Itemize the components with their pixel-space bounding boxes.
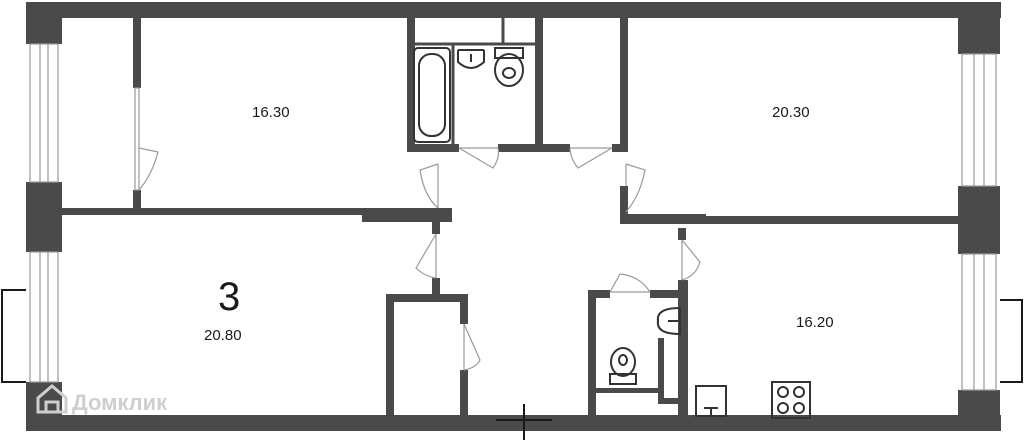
window-bottom-right: [961, 253, 997, 391]
doors: [134, 87, 701, 440]
stove-icon: [771, 381, 811, 419]
room-area-bedroom-top-right: 20.30: [772, 104, 810, 121]
kitchen-sink-icon: [695, 385, 727, 417]
outer-walls: [26, 2, 1001, 431]
balcony-right: [1000, 299, 1023, 383]
door-arc-bedroom-left: [138, 147, 159, 191]
door-corridor-left: [419, 163, 439, 209]
entry-door: [496, 404, 552, 440]
door-leaf-bedroom-left: [134, 87, 140, 191]
balcony-left: [1, 289, 26, 383]
watermark-text: Домклик: [72, 390, 168, 415]
door-closet: [463, 323, 481, 371]
windows: [29, 43, 997, 391]
window-top-left: [29, 43, 59, 183]
fixtures: [413, 47, 811, 419]
door-living: [415, 233, 437, 279]
room-area-bedroom-top-left: 16.30: [252, 104, 290, 121]
door-kitchen: [681, 239, 701, 281]
door-wc: [569, 147, 613, 169]
door-bath: [458, 147, 500, 169]
room-area-kitchen: 16.20: [796, 314, 834, 331]
watermark: Домклик: [36, 384, 168, 415]
door-bedroom-right: [625, 163, 646, 213]
bathroom-partition: [413, 18, 537, 144]
rooms-count: 3: [218, 275, 240, 319]
bathtub-icon: [413, 47, 451, 143]
room-area-living-room: 20.80: [204, 327, 242, 344]
balconies: [1, 289, 1023, 383]
window-bottom-left: [29, 251, 59, 383]
window-top-right: [961, 53, 997, 187]
door-wc-small: [609, 273, 651, 293]
house-logo-icon: [36, 384, 68, 414]
sink-icon: [457, 49, 485, 69]
sink-icon-wc: [656, 307, 681, 336]
toilet-icon-wc: [609, 347, 637, 385]
toilet-icon-bath: [494, 47, 524, 87]
interior-walls: [62, 18, 958, 429]
